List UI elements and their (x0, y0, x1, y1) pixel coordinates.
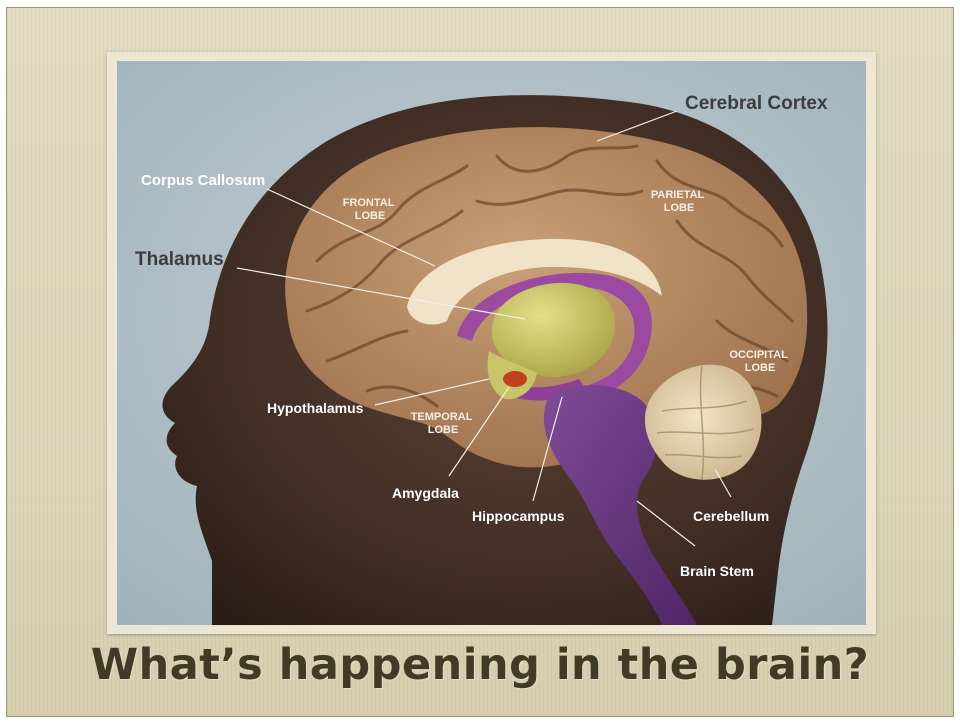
label-occipital-lobe-line2: LOBE (745, 362, 776, 374)
amygdala (503, 371, 527, 387)
label-parietal-lobe-line1: PARIETAL (651, 189, 705, 201)
label-occipital-lobe-line1: OCCIPITAL (729, 349, 788, 361)
label-cerebellum: Cerebellum (693, 508, 769, 524)
label-frontal-lobe-line1: FRONTAL (343, 197, 395, 209)
label-amygdala: Amygdala (392, 485, 459, 501)
slide-title: What’s happening in the brain? (7, 640, 953, 690)
label-corpus-callosum: Corpus Callosum (141, 172, 265, 189)
label-hippocampus: Hippocampus (472, 508, 565, 524)
brain-illustration: Cerebral Cortex Corpus Callosum Thalamus… (117, 61, 866, 625)
photo-frame: Cerebral Cortex Corpus Callosum Thalamus… (107, 52, 876, 634)
label-frontal-lobe-line2: LOBE (355, 210, 386, 222)
slide: Cerebral Cortex Corpus Callosum Thalamus… (6, 7, 954, 717)
label-hypothalamus: Hypothalamus (267, 400, 364, 416)
label-thalamus: Thalamus (135, 249, 224, 270)
label-parietal-lobe-line2: LOBE (664, 202, 695, 214)
label-cerebral-cortex: Cerebral Cortex (685, 93, 828, 114)
label-brain-stem: Brain Stem (680, 563, 754, 579)
label-temporal-lobe-line2: LOBE (428, 424, 459, 436)
label-temporal-lobe-line1: TEMPORAL (411, 411, 473, 423)
